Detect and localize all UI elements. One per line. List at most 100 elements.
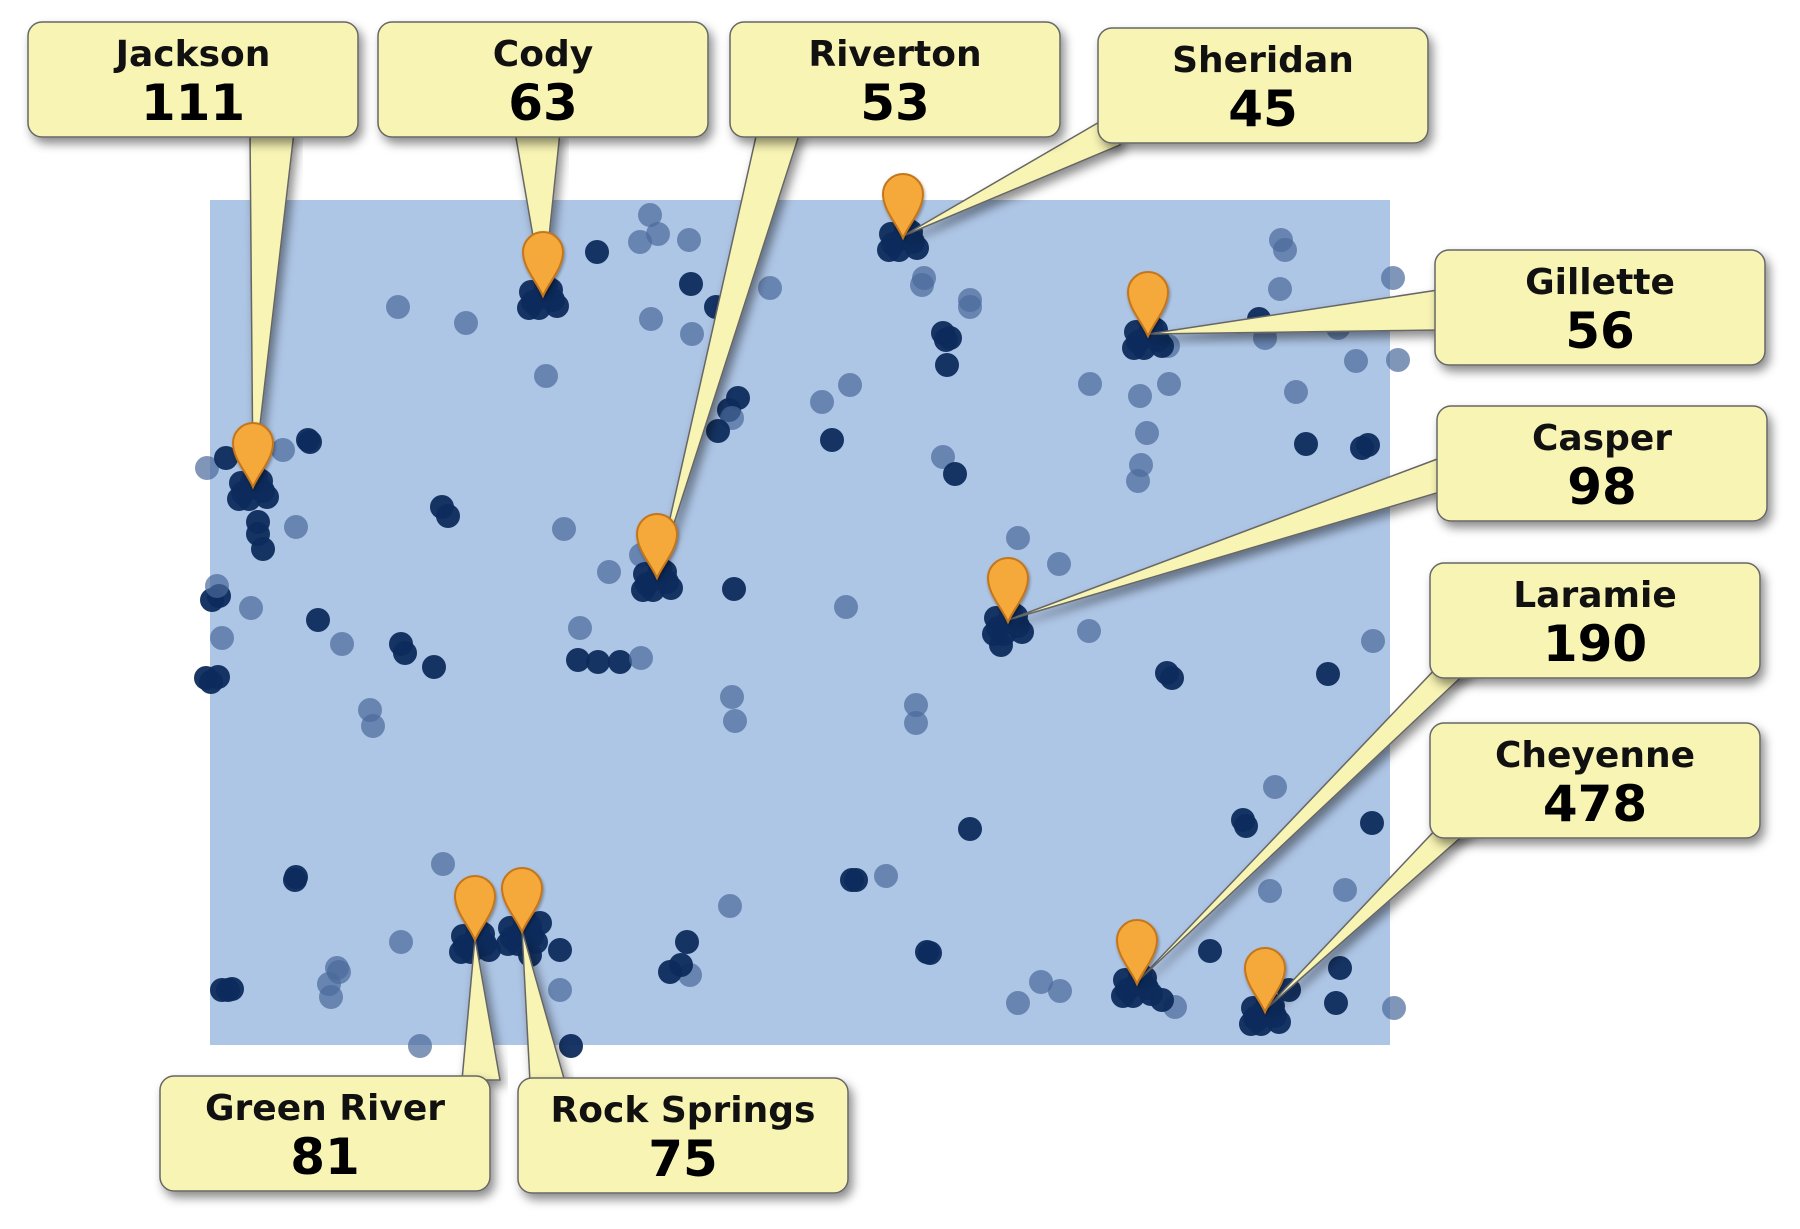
pins-layer [231, 173, 1287, 1015]
data-point-dot [958, 288, 982, 312]
data-point-dot [284, 515, 308, 539]
data-point-dot [1029, 970, 1053, 994]
data-point-dot [358, 698, 382, 722]
city-name-label: Green River [205, 1088, 445, 1129]
callouts-layer: Jackson111Cody63Riverton53Sheridan45Gill… [27, 21, 1768, 1194]
data-point-dot [910, 273, 934, 297]
city-name-label: Rock Springs [551, 1090, 816, 1131]
data-point-dot [958, 817, 982, 841]
map-marker-icon[interactable] [521, 231, 565, 299]
data-point-dot [214, 446, 238, 470]
data-point-dot [195, 456, 219, 480]
data-point-dot [720, 685, 744, 709]
data-point-dot [327, 960, 351, 984]
data-point-dot [559, 1034, 583, 1058]
data-point-dot [718, 894, 742, 918]
data-point-dot [646, 222, 670, 246]
data-point-dot [1284, 380, 1308, 404]
data-point-dot [628, 230, 652, 254]
data-point-dot [1328, 956, 1352, 980]
data-point-dot [1150, 334, 1174, 358]
city-name-label: Gillette [1525, 262, 1675, 303]
data-point-dot [679, 272, 703, 296]
data-point-dot [1077, 619, 1101, 643]
data-point-dot [517, 296, 541, 320]
data-point-dot [246, 522, 270, 546]
data-point-dot [1135, 421, 1159, 445]
data-point-dot [586, 650, 610, 674]
data-point-dot [1048, 979, 1072, 1003]
data-point-dot [1382, 996, 1406, 1020]
map-marker-icon[interactable] [1115, 919, 1159, 987]
city-count-value: 111 [141, 74, 245, 132]
map-marker-icon[interactable] [1243, 947, 1287, 1015]
data-point-dot [534, 364, 558, 388]
data-point-dot [524, 930, 548, 954]
data-point-dot [810, 390, 834, 414]
data-point-dot [982, 622, 1006, 646]
data-point-dot [386, 295, 410, 319]
data-point-dot [1324, 991, 1348, 1015]
data-point-dot [552, 517, 576, 541]
city-count-value: 75 [648, 1130, 718, 1188]
city-name-label: Riverton [808, 34, 981, 75]
data-point-dot [585, 240, 609, 264]
map-marker-icon[interactable] [635, 513, 679, 581]
data-point-dot [669, 953, 693, 977]
data-point-dot [454, 311, 478, 335]
data-point-dot [496, 932, 520, 956]
map-marker-icon[interactable] [986, 557, 1030, 625]
data-point-dot [545, 294, 569, 318]
data-point-dot [206, 665, 230, 689]
data-point-dot [1122, 336, 1146, 360]
data-point-dot [1047, 552, 1071, 576]
map-marker-icon[interactable] [881, 173, 925, 241]
data-point-dot [1239, 1012, 1263, 1036]
data-point-dot [1273, 238, 1297, 262]
data-point-dot [1128, 384, 1152, 408]
data-point-dot [904, 693, 928, 717]
data-point-dot [639, 307, 663, 331]
data-point-dot [723, 709, 747, 733]
data-point-dot [905, 236, 929, 260]
data-point-dot [834, 595, 858, 619]
map-marker-icon[interactable] [500, 867, 544, 935]
city-count-value: 63 [508, 74, 578, 132]
data-point-dot [220, 977, 244, 1001]
data-point-dot [631, 578, 655, 602]
data-point-dot [904, 711, 928, 735]
data-point-dot [838, 373, 862, 397]
data-point-dot [255, 485, 279, 509]
data-point-dot [422, 655, 446, 679]
data-point-dot [659, 576, 683, 600]
data-point-dot [568, 616, 592, 640]
map-marker-icon[interactable] [453, 875, 497, 943]
map-marker-icon[interactable] [1126, 271, 1170, 339]
data-point-dot [1126, 469, 1150, 493]
data-point-dot [629, 646, 653, 670]
data-point-dot [296, 428, 320, 452]
data-point-dot [449, 940, 473, 964]
data-point-dot [597, 560, 621, 584]
data-point-dot [1316, 662, 1340, 686]
data-point-dot [1263, 775, 1287, 799]
city-count-value: 56 [1565, 302, 1635, 360]
data-point-dot [608, 650, 632, 674]
city-name-label: Laramie [1513, 575, 1677, 616]
data-point-dot [638, 203, 662, 227]
data-point-dot [227, 487, 251, 511]
data-point-dot [840, 868, 864, 892]
data-point-dot [548, 978, 572, 1002]
map-marker-icon[interactable] [231, 422, 275, 490]
data-point-dot [548, 938, 572, 962]
data-point-dot [1267, 1010, 1291, 1034]
data-point-dot [726, 386, 750, 410]
city-count-value: 478 [1543, 775, 1647, 833]
data-point-dot [1360, 811, 1384, 835]
data-point-dot [820, 428, 844, 452]
data-point-dot [408, 1034, 432, 1058]
